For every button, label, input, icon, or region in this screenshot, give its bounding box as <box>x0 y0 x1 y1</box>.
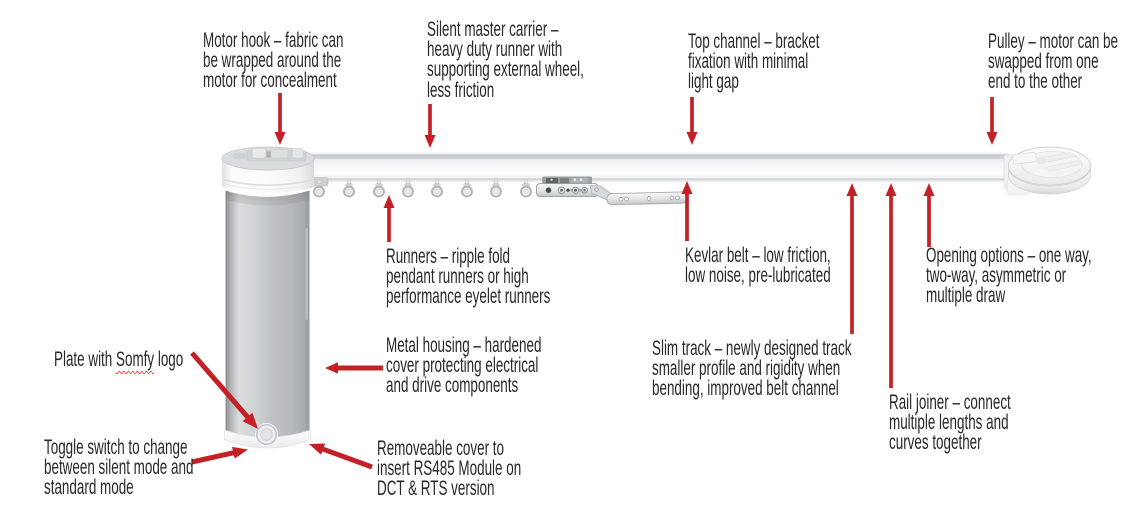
runner <box>313 179 325 198</box>
arrow-slim-track <box>846 183 858 334</box>
annotation-toggle-switch: Toggle switch to change between silent m… <box>44 436 194 500</box>
master-carrier <box>536 176 688 206</box>
runner <box>520 179 532 198</box>
arrow-removeable-cover <box>309 443 373 470</box>
arrow-pulley <box>986 97 998 145</box>
annotation-removeable-cover: Removeable cover to insert RS485 Module … <box>377 437 522 501</box>
arrow-runners <box>383 195 395 242</box>
rail-top-channel <box>311 154 1008 160</box>
rail <box>311 152 1008 183</box>
annotation-runners: Runners – ripple fold pendant runners or… <box>386 245 551 309</box>
arrow-rail-joiner <box>885 183 897 388</box>
runner <box>431 179 443 198</box>
motor-unit <box>221 146 315 449</box>
arrow-toggle-switch <box>191 446 248 465</box>
annotation-silent-master-carrier: Silent master carrier – heavy duty runne… <box>427 18 584 102</box>
arrow-motor-hook <box>274 93 286 145</box>
motor-hook <box>232 148 307 162</box>
toggle-button <box>255 423 278 446</box>
runner <box>343 179 355 198</box>
annotation-slim-track: Slim track – newly designed track smalle… <box>652 337 852 401</box>
pulley <box>1003 146 1091 196</box>
runner <box>373 179 385 198</box>
runners <box>313 179 532 198</box>
annotation-metal-housing: Metal housing – hardened cover protectin… <box>386 334 542 398</box>
annotation-opening-options: Opening options – one way, two-way, asym… <box>926 244 1092 308</box>
motor-cap <box>221 146 315 194</box>
runner <box>490 179 502 198</box>
arrow-silent-master-carrier <box>424 104 436 148</box>
motor-housing <box>225 190 310 438</box>
runner <box>402 179 414 198</box>
arrow-metal-housing <box>325 362 383 374</box>
annotation-motor-hook: Motor hook – fabric can be wrapped aroun… <box>203 29 344 93</box>
arrow-plate-logo <box>190 351 258 429</box>
arrow-top-channel <box>686 97 698 145</box>
arrow-kevlar-belt <box>681 181 693 241</box>
runner <box>461 179 473 198</box>
spellcheck-underlined-word: Somfy <box>116 348 155 371</box>
annotation-pulley: Pulley – motor can be swapped from one e… <box>988 30 1118 94</box>
annotation-rail-joiner: Rail joiner – connect multiple lengths a… <box>889 391 1011 455</box>
annotation-kevlar-belt: Kevlar belt – low friction, low noise, p… <box>685 244 831 288</box>
arrow-opening-options <box>923 183 935 247</box>
annotation-top-channel: Top channel – bracket fixation with mini… <box>688 30 820 94</box>
annotation-plate-logo: Plate with Somfy logo <box>54 348 184 371</box>
